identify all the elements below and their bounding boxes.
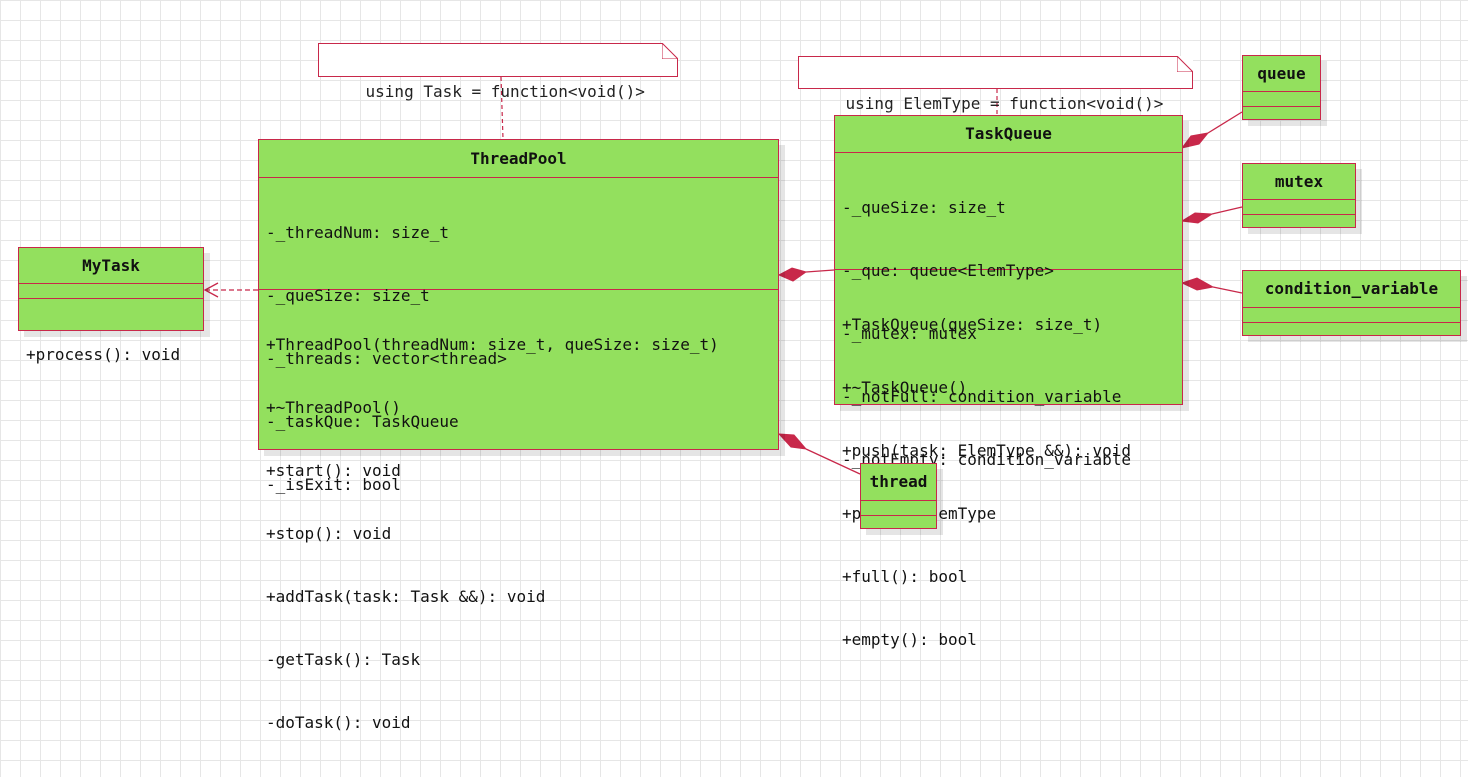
operation: +full(): bool bbox=[842, 567, 968, 586]
class-mytask-attributes bbox=[19, 284, 203, 298]
class-mutex-attributes bbox=[1243, 200, 1355, 214]
class-thread-attributes bbox=[861, 501, 936, 515]
attribute: -_notFull: condition_variable bbox=[842, 387, 1122, 406]
note-fold-icon bbox=[662, 43, 678, 59]
class-mytask-name: MyTask bbox=[19, 248, 203, 284]
class-mytask-operations: +process(): void bbox=[19, 298, 203, 409]
note-elemtype-alias[interactable]: using ElemType = function<void()> bbox=[798, 56, 1193, 113]
class-mutex-name: mutex bbox=[1243, 164, 1355, 200]
operation: -getTask(): Task bbox=[266, 650, 421, 669]
composition-diamond-taskqueue-queue bbox=[1180, 132, 1210, 149]
composition-taskqueue-queue bbox=[1207, 111, 1243, 134]
attribute: -_isExit: bool bbox=[266, 475, 401, 494]
composition-taskqueue-condvar bbox=[1212, 286, 1243, 294]
operation: +TaskQueue(queSize: size_t) bbox=[842, 315, 1103, 334]
operation: +stop(): void bbox=[266, 524, 392, 543]
attribute: -_queSize: size_t bbox=[266, 286, 430, 305]
class-condition-variable-operations bbox=[1243, 322, 1460, 336]
composition-threadpool-taskqueue bbox=[805, 269, 835, 273]
note-elemtype-alias-text: using ElemType = function<void()> bbox=[845, 94, 1164, 113]
class-thread-operations bbox=[861, 515, 936, 529]
operation: -doTask(): void bbox=[266, 713, 411, 732]
class-queue-attributes bbox=[1243, 92, 1320, 106]
composition-diamond-taskqueue-condvar bbox=[1180, 277, 1215, 291]
class-condition-variable-attributes bbox=[1243, 308, 1460, 322]
class-thread[interactable]: thread bbox=[860, 463, 937, 529]
note-fold-icon bbox=[1177, 56, 1193, 72]
note-task-alias[interactable]: using Task = function<void()> bbox=[318, 43, 678, 101]
class-mutex-operations bbox=[1243, 214, 1355, 228]
class-condition-variable[interactable]: condition_variable bbox=[1242, 270, 1461, 336]
composition-taskqueue-mutex bbox=[1211, 206, 1243, 215]
operation: +addTask(task: Task &&): void bbox=[266, 587, 546, 606]
attribute: -_threadNum: size_t bbox=[266, 223, 450, 242]
attribute: -_queSize: size_t bbox=[842, 198, 1006, 217]
operation: +start(): void bbox=[266, 461, 401, 480]
attribute: -_mutex: mutex bbox=[842, 324, 977, 343]
class-queue-name: queue bbox=[1243, 56, 1320, 92]
class-thread-name: thread bbox=[861, 464, 936, 501]
operation: +process(): void bbox=[26, 345, 181, 364]
class-threadpool[interactable]: ThreadPool -_threadNum: size_t -_queSize… bbox=[258, 139, 779, 732]
operation: +empty(): bool bbox=[842, 630, 977, 649]
uml-class-diagram: using Task = function<void()> using Elem… bbox=[18, 43, 1461, 732]
class-queue[interactable]: queue bbox=[1242, 55, 1321, 120]
dependency-arrowhead bbox=[203, 282, 219, 298]
attribute: -_taskQue: TaskQueue bbox=[266, 412, 459, 431]
operation: +push(task: ElemType &&): void bbox=[842, 441, 1131, 460]
composition-diamond-taskqueue-mutex bbox=[1180, 212, 1214, 224]
class-taskqueue-name: TaskQueue bbox=[835, 116, 1182, 153]
attribute: -_threads: vector<thread> bbox=[266, 349, 507, 368]
note-task-alias-text: using Task = function<void()> bbox=[365, 82, 645, 101]
attribute: -_que: queue<ElemType> bbox=[842, 261, 1054, 280]
class-taskqueue-attributes: -_queSize: size_t -_que: queue<ElemType>… bbox=[835, 153, 1182, 469]
operation: +~TaskQueue() bbox=[842, 378, 968, 397]
composition-diamond-threadpool-thread bbox=[777, 433, 808, 450]
composition-diamond-threadpool-taskqueue bbox=[777, 267, 808, 282]
class-queue-operations bbox=[1243, 106, 1320, 120]
class-threadpool-name: ThreadPool bbox=[259, 140, 778, 178]
class-mytask[interactable]: MyTask +process(): void bbox=[18, 247, 204, 364]
class-threadpool-attributes: -_threadNum: size_t -_queSize: size_t -_… bbox=[259, 178, 778, 494]
class-taskqueue[interactable]: TaskQueue -_queSize: size_t -_que: queue… bbox=[834, 115, 1183, 649]
operation: +~ThreadPool() bbox=[266, 398, 401, 417]
operation: +ThreadPool(threadNum: size_t, queSize: … bbox=[266, 335, 719, 354]
class-condition-variable-name: condition_variable bbox=[1243, 271, 1460, 308]
class-mutex[interactable]: mutex bbox=[1242, 163, 1356, 228]
